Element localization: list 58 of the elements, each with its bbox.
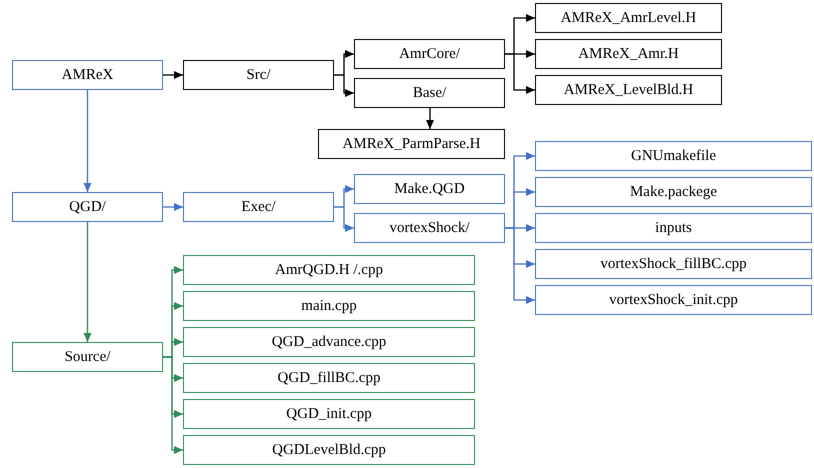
folder-box	[535, 249, 812, 279]
file-name: GNUmakefile	[631, 148, 716, 164]
folder-box	[535, 39, 722, 69]
folder-box	[183, 327, 475, 357]
arrow	[505, 227, 535, 304]
folder-box	[183, 363, 475, 393]
folder-box	[354, 78, 505, 108]
file-name: Make.QGD	[394, 180, 465, 198]
folder-box	[535, 285, 812, 315]
folder-box	[183, 255, 475, 285]
folder-box	[318, 129, 505, 159]
folder-box	[535, 75, 722, 105]
file-name: Src/	[246, 66, 271, 84]
folder-box	[12, 60, 163, 90]
file-name: Make.packege	[630, 184, 718, 200]
folder-box	[354, 174, 505, 204]
folder-box	[535, 177, 812, 207]
file-name: Source/	[64, 348, 110, 366]
arrow	[426, 108, 434, 129]
arrow	[84, 90, 92, 192]
folder-box	[12, 342, 163, 372]
folder-box	[183, 192, 334, 222]
file-name: AMReX_Amr.H	[578, 46, 679, 62]
arrow	[163, 71, 183, 79]
file-name: QGD_advance.cpp	[272, 334, 386, 350]
file-name: QGDLevelBld.cpp	[272, 442, 386, 458]
file-name: QGD_init.cpp	[286, 406, 372, 422]
file-name: inputs	[655, 220, 692, 236]
file-name: QGD/	[69, 198, 106, 216]
folder-box	[535, 141, 812, 171]
arrow	[334, 74, 354, 97]
folder-box	[535, 3, 722, 33]
file-name: AmrCore/	[399, 46, 460, 62]
arrow	[163, 203, 183, 211]
file-name: AMReX	[62, 66, 114, 84]
file-name: Base/	[412, 84, 446, 102]
folder-box	[183, 399, 475, 429]
folder-box	[535, 213, 812, 243]
arrow	[334, 206, 354, 232]
file-name: AmrQGD.H /.cpp	[275, 262, 383, 278]
file-name: QGD_fillBC.cpp	[278, 370, 380, 386]
folder-box	[183, 291, 475, 321]
folder-box	[354, 39, 505, 69]
arrow	[163, 356, 183, 454]
file-name: Exec/	[241, 198, 276, 216]
folder-box	[183, 435, 475, 465]
file-name: vortexShock/	[390, 220, 470, 236]
file-name: AMReX_LevelBld.H	[564, 82, 694, 98]
arrow	[505, 53, 535, 94]
file-name: vortexShock_init.cpp	[609, 292, 738, 308]
file-name: AMReX_ParmParse.H	[342, 136, 480, 152]
folder-box	[12, 192, 163, 222]
folder-box	[183, 60, 334, 90]
file-name: vortexShock_fillBC.cpp	[600, 256, 747, 272]
file-name: main.cpp	[301, 298, 357, 314]
file-name: AMReX_AmrLevel.H	[560, 10, 696, 26]
arrow	[84, 222, 92, 342]
folder-box	[354, 213, 505, 243]
